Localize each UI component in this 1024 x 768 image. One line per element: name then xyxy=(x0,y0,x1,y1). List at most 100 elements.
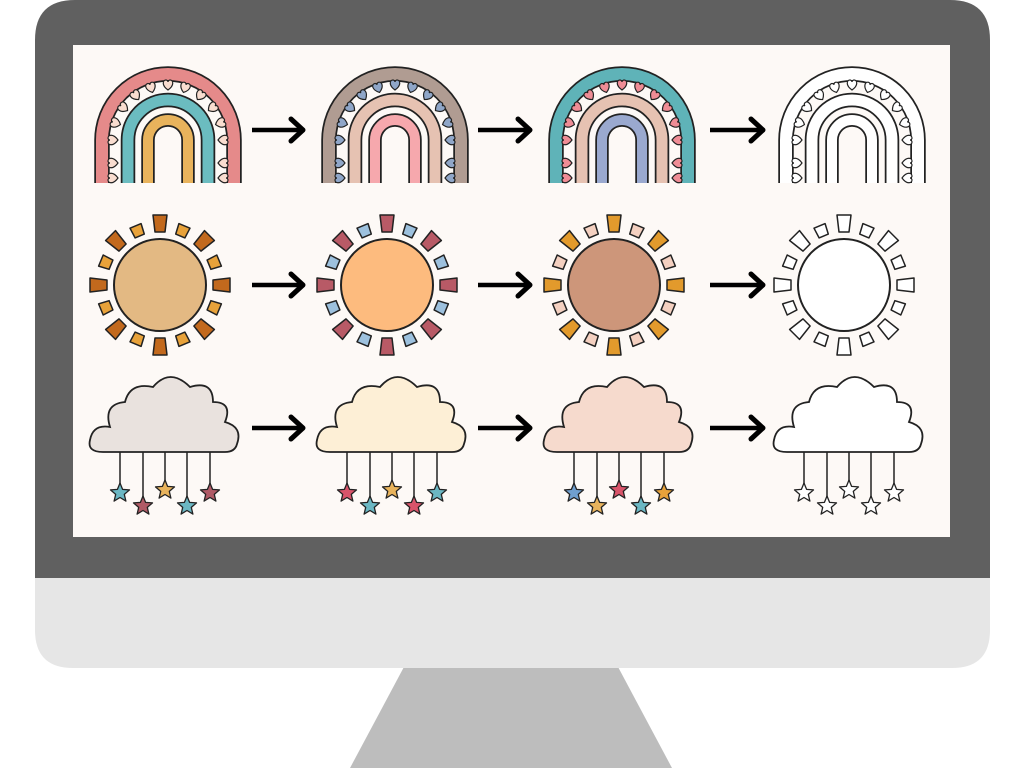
star-icon xyxy=(132,495,154,515)
sun-ray xyxy=(174,222,191,239)
sun-ray xyxy=(583,331,600,348)
heart-icon xyxy=(671,172,683,184)
sun-ray xyxy=(331,318,354,341)
sun-disc xyxy=(340,238,434,332)
cloud-2 xyxy=(315,376,467,515)
heart-icon xyxy=(901,157,913,169)
sun-ray xyxy=(324,254,341,271)
sun-ray xyxy=(628,222,645,239)
arrow-head xyxy=(515,116,533,144)
rainbow-middle-band xyxy=(122,94,214,183)
star-icon xyxy=(154,479,176,499)
heart-icon xyxy=(444,172,456,184)
arrow-right-icon xyxy=(478,116,533,144)
sun-ray xyxy=(356,331,373,348)
heart-icon xyxy=(846,79,858,91)
heart-icon xyxy=(791,157,803,169)
sun-ray xyxy=(420,229,443,252)
heart-icon xyxy=(829,81,840,94)
star-icon xyxy=(630,495,652,515)
arrow-head xyxy=(288,116,306,144)
sun-ray xyxy=(858,331,875,348)
heart-icon xyxy=(344,101,356,113)
cloud-1 xyxy=(88,376,240,515)
heart-icon xyxy=(129,89,141,101)
sun-ray xyxy=(551,254,568,271)
arrow-head xyxy=(748,116,766,144)
rainbow-3 xyxy=(548,66,696,184)
arrow-right-icon xyxy=(252,271,306,299)
sun-ray xyxy=(420,318,443,341)
sun-3 xyxy=(543,214,685,356)
heart-icon xyxy=(864,81,875,94)
sun-ray xyxy=(836,337,852,356)
sun-ray xyxy=(788,318,811,341)
heart-icon xyxy=(901,172,913,184)
sun-ray xyxy=(647,318,670,341)
sun-ray xyxy=(558,229,581,252)
rainbow-inner-band xyxy=(827,115,877,183)
heart-icon xyxy=(162,79,174,91)
sun-ray xyxy=(379,337,395,356)
arrow-head xyxy=(288,414,306,442)
rainbow-4 xyxy=(778,66,926,184)
heart-icon xyxy=(793,117,806,128)
star-icon xyxy=(883,482,905,502)
heart-icon xyxy=(791,172,803,184)
sun-ray xyxy=(583,222,600,239)
sun-disc xyxy=(797,238,891,332)
heart-icon xyxy=(901,134,913,146)
heart-icon xyxy=(599,81,610,94)
heart-icon xyxy=(145,81,156,94)
star-icon xyxy=(336,482,358,502)
sun-ray xyxy=(647,229,670,252)
star-icon xyxy=(793,482,815,502)
sun-ray xyxy=(316,277,335,293)
sun-ray xyxy=(660,299,677,316)
heart-icon xyxy=(195,89,207,101)
sun-ray xyxy=(212,277,231,293)
sun-ray xyxy=(606,337,622,356)
sun-2 xyxy=(316,214,458,356)
heart-icon xyxy=(671,134,683,146)
heart-icon xyxy=(334,157,346,169)
heart-icon xyxy=(634,81,645,94)
star-icon xyxy=(176,495,198,515)
sun-ray xyxy=(890,299,907,316)
heart-icon xyxy=(671,157,683,169)
sun-ray xyxy=(890,254,907,271)
sun-ray xyxy=(89,277,108,293)
heart-icon xyxy=(649,89,661,101)
arrow-right-icon xyxy=(710,414,766,442)
sun-ray xyxy=(543,277,562,293)
sun-ray xyxy=(356,222,373,239)
cloud-shape xyxy=(772,376,924,453)
sun-ray xyxy=(877,318,900,341)
heart-icon xyxy=(180,81,191,94)
rainbow-inner-band xyxy=(143,115,193,183)
sun-ray xyxy=(331,229,354,252)
rainbow-inner-band xyxy=(370,115,420,183)
heart-icon xyxy=(444,134,456,146)
monitor-chin xyxy=(35,570,990,668)
rainbow-outer-band xyxy=(550,68,694,183)
rainbow-outer-band xyxy=(323,68,467,183)
heart-icon xyxy=(571,101,583,113)
rainbow-inner-band xyxy=(597,115,647,183)
star-icon xyxy=(838,479,860,499)
arrow-head xyxy=(515,414,533,442)
rainbow-outer-band xyxy=(96,68,240,183)
heart-icon xyxy=(616,79,628,91)
heart-icon xyxy=(561,172,573,184)
sun-ray xyxy=(152,337,168,356)
sun-ray xyxy=(877,229,900,252)
star-icon xyxy=(608,479,630,499)
sun-4 xyxy=(773,214,915,356)
sun-ray xyxy=(433,254,450,271)
heart-icon xyxy=(879,89,891,101)
sun-ray xyxy=(401,222,418,239)
heart-icon xyxy=(661,101,673,113)
sun-ray xyxy=(781,254,798,271)
arrow-right-icon xyxy=(252,414,306,442)
